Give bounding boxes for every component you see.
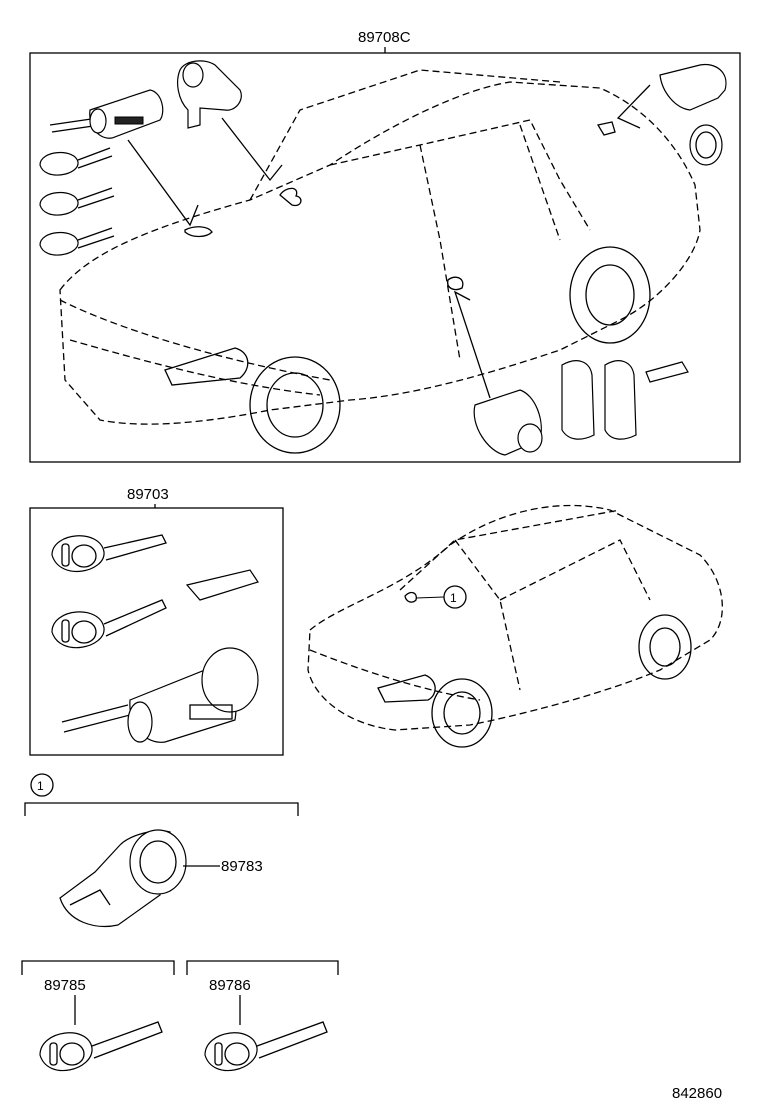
door-cylinder-bottom [473,389,543,456]
diagram-id: 842860 [672,1085,722,1102]
ignition-cylinder-part [59,829,187,927]
transponder-chip-kit [185,569,259,601]
ignition-cylinder-top [49,89,164,139]
callout-circle-car [443,585,467,609]
key-plates [561,360,689,440]
key-lower [51,599,167,649]
part-cylinder-label: 89783 [221,858,263,875]
key-upper [51,534,167,572]
callout-circle-group [30,773,54,797]
key-set-left [39,147,115,256]
key-part-b [204,1021,328,1072]
key-part-a [39,1021,163,1072]
trunk-cylinder-top [659,63,727,166]
vehicle-small [307,504,723,748]
kit-key-cylinder-label: 89703 [127,486,169,503]
bracket-key-a [21,960,175,975]
door-lock-assembly-top [177,60,242,129]
callout-number-car: 1 [450,591,457,605]
part-key-a-label: 89785 [44,977,86,994]
part-key-b-label: 89786 [209,977,251,994]
kit-main-frame [29,52,741,463]
kit-key-cylinder-frame [29,507,284,756]
bracket-key-b [186,960,339,975]
callout-number-group: 1 [37,779,44,793]
vehicle-large [59,69,701,454]
arrows-top [127,84,651,399]
kit-main-label: 89708C [358,29,411,46]
ignition-cylinder-kit [61,647,259,743]
group-bracket [24,802,299,816]
